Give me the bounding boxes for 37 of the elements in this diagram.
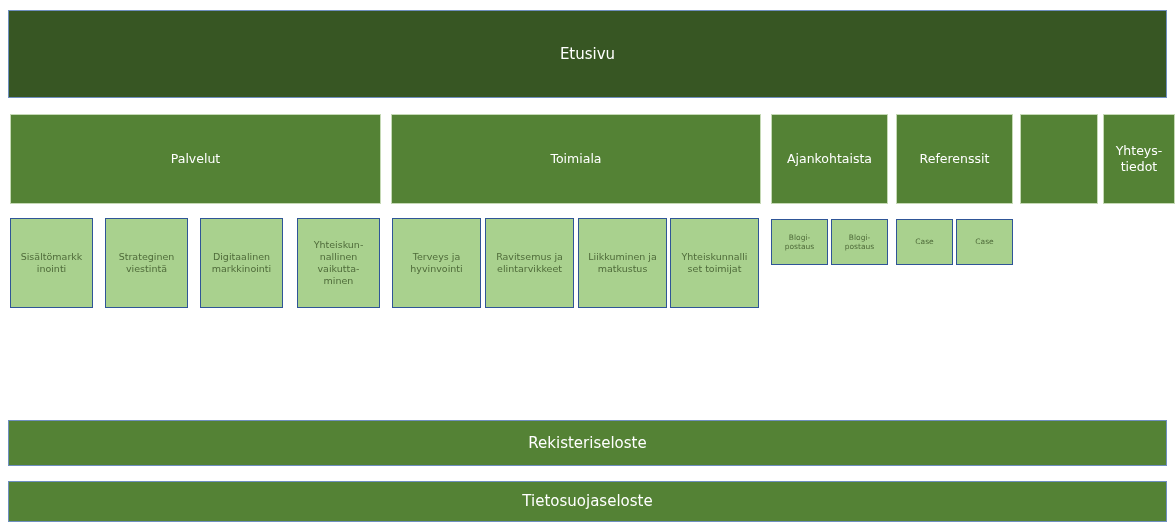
subpage-box — [578, 218, 667, 308]
subpage-box — [485, 218, 574, 308]
page-title: Liikkuminen ja matkustus — [587, 251, 658, 275]
section-page-box — [771, 114, 888, 204]
page-title: Terveys ja hyvinvointi — [409, 251, 464, 275]
page-title: Sisältömarkk inointi — [19, 251, 84, 275]
page-title: Toimiala — [550, 151, 602, 167]
subpage-box — [392, 218, 481, 308]
section-page-box — [10, 114, 381, 204]
subpage-box — [105, 218, 188, 308]
page-title: Rekisteriseloste — [528, 433, 647, 453]
page-title: Yhteiskun- nallinen vaikutta- minen — [312, 239, 365, 287]
page-title: Etusivu — [559, 44, 616, 64]
subpage-box — [956, 219, 1013, 265]
page-title: Strateginen viestintä — [117, 251, 176, 275]
footer-page-box — [8, 420, 1167, 466]
section-page-box — [1020, 114, 1098, 204]
page-title: Ajankohtaista — [786, 151, 873, 167]
subpage-box — [10, 218, 93, 308]
subpage-box — [200, 218, 283, 308]
section-page-box — [391, 114, 761, 204]
section-page-box — [1103, 114, 1175, 204]
page-title: Ravitsemus ja elintarvikkeet — [495, 251, 564, 275]
page-title: Digitaalinen markkinointi — [210, 251, 273, 275]
subpage-box — [670, 218, 759, 308]
page-title: Referenssit — [919, 151, 990, 167]
subpage-box — [831, 219, 888, 265]
subpage-box — [896, 219, 953, 265]
page-title: Palvelut — [170, 151, 221, 167]
subpage-box — [297, 218, 380, 308]
subpage-box — [771, 219, 828, 265]
home-page-box — [8, 10, 1167, 98]
page-title: Tietosuojaseloste — [522, 492, 653, 511]
section-page-box — [896, 114, 1013, 204]
footer-page-box — [8, 481, 1167, 522]
page-title: Yhteiskunnalli set toimijat — [680, 251, 749, 275]
page-title: Yhteys- tiedot — [1114, 143, 1164, 175]
